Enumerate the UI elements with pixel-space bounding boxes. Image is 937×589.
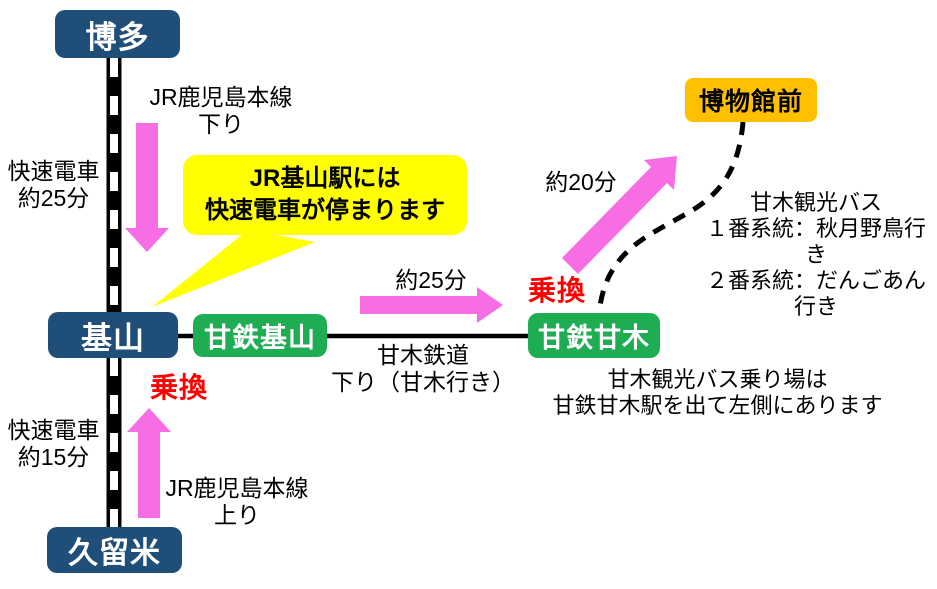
label-jr-line-down: JR鹿児島本線 下り bbox=[149, 84, 293, 137]
bus-route-curve bbox=[596, 121, 746, 315]
callout-tail bbox=[152, 230, 315, 307]
arrow-down-icon bbox=[125, 123, 169, 252]
arrow-diagonal-icon bbox=[562, 156, 677, 274]
station-amatetsu-kiyama: 甘鉄基山 bbox=[193, 314, 327, 357]
station-amatetsu-amagi: 甘鉄甘木 bbox=[528, 313, 660, 358]
label-rapid-train-25min: 快速電車 約25分 bbox=[7, 158, 100, 211]
station-kurume: 久留米 bbox=[47, 527, 182, 573]
label-duration-25min: 約25分 bbox=[395, 267, 467, 293]
bus-stop-hakubutsukan-mae: 博物館前 bbox=[685, 78, 817, 122]
label-jr-line-up: JR鹿児島本線 上り bbox=[165, 475, 309, 528]
arrow-up-icon bbox=[127, 408, 171, 518]
label-bus-stop-note: 甘木観光バス乗り場は 甘鉄甘木駅を出て左側にあります bbox=[552, 367, 883, 418]
station-hakata: 博多 bbox=[55, 10, 180, 58]
label-bus-routes: 甘木観光バス １番系統：秋月野鳥行き ２番系統：だんごあん行き bbox=[705, 190, 926, 319]
arrow-right-icon bbox=[360, 287, 503, 323]
label-duration-20min: 約20分 bbox=[545, 169, 617, 195]
label-transfer-amagi: 乗換 bbox=[528, 275, 587, 306]
label-rapid-train-15min: 快速電車 約15分 bbox=[7, 417, 100, 470]
station-kiyama: 基山 bbox=[48, 312, 178, 358]
callout-rapid-train-note: JR基山駅には 快速電車が停まります bbox=[183, 155, 467, 235]
label-transfer-kiyama: 乗換 bbox=[150, 372, 209, 403]
label-amagi-railway: 甘木鉄道 下り（甘木行き） bbox=[331, 342, 515, 395]
